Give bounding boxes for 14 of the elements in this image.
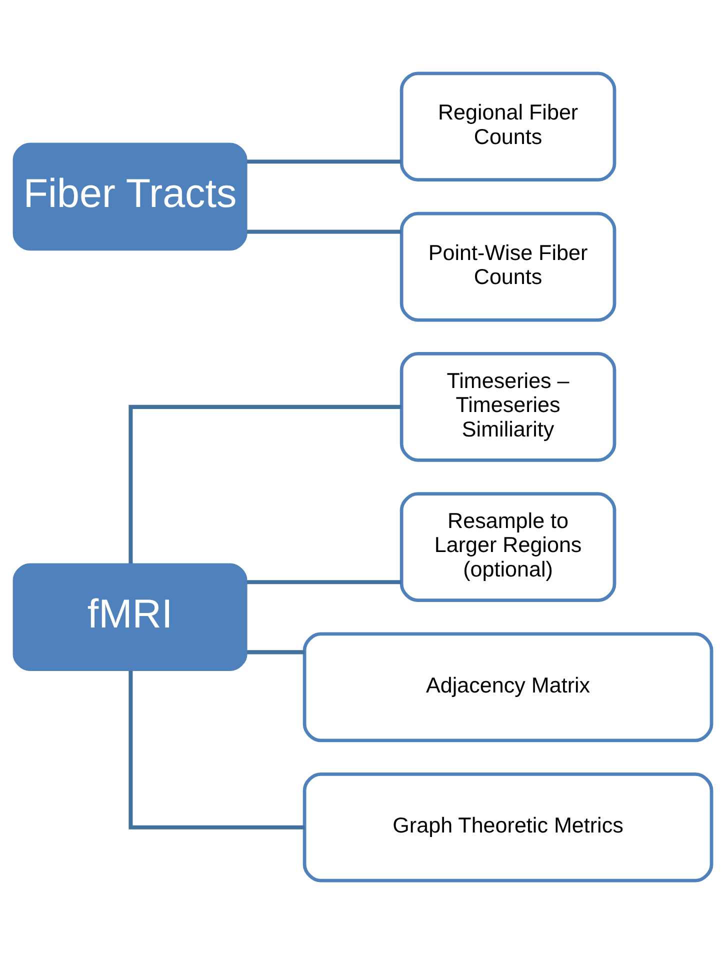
node-box: Point-Wise Fiber Counts	[400, 211, 616, 322]
connector	[247, 229, 402, 234]
node-box: Graph Theoretic Metrics	[302, 772, 714, 882]
connector	[128, 670, 304, 829]
node-box: Timeseries – Timeseries Similiarity	[400, 352, 616, 462]
node-box: Resample to Larger Regions (optional)	[400, 492, 616, 602]
connector	[247, 580, 402, 584]
node-box: Adjacency Matrix	[302, 632, 714, 742]
connector	[247, 650, 304, 654]
connector	[247, 159, 402, 164]
connector	[128, 404, 402, 564]
node-box: fMRI	[12, 562, 248, 671]
node-box: Fiber Tracts	[12, 142, 248, 250]
node-box: Regional Fiber Counts	[400, 71, 616, 182]
